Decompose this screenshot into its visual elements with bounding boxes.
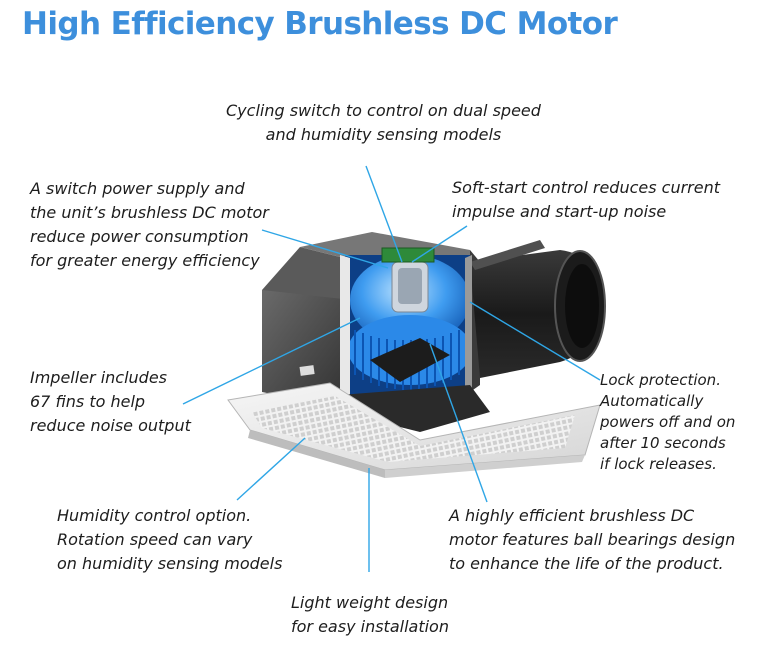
callout-line: to enhance the life of the product. bbox=[449, 554, 724, 573]
callout-line: Automatically bbox=[600, 392, 704, 410]
callout-soft-start: Soft-start control reduces current impul… bbox=[452, 176, 720, 224]
leader-humidity bbox=[236, 437, 306, 501]
callout-line: Impeller includes bbox=[30, 368, 168, 387]
callout-line: after 10 seconds bbox=[600, 434, 726, 452]
callout-line: Light weight design bbox=[291, 593, 449, 612]
callout-cycling-switch: Cycling switch to control on dual speed … bbox=[226, 99, 541, 147]
callout-line: reduce power consumption bbox=[30, 227, 249, 246]
callout-line: for greater energy efficiency bbox=[30, 251, 260, 270]
callout-power-supply: A switch power supply and the unit’s bru… bbox=[30, 177, 269, 273]
callout-lock-protection: Lock protection. Automatically powers of… bbox=[600, 370, 735, 475]
leader-brushless-motor bbox=[429, 343, 488, 503]
callout-line: Cycling switch to control on dual speed bbox=[226, 101, 541, 120]
callout-line: and humidity sensing models bbox=[265, 125, 502, 144]
callout-light-weight: Light weight design for easy installatio… bbox=[291, 591, 449, 639]
callout-line: on humidity sensing models bbox=[57, 554, 283, 573]
callout-line: motor features ball bearings design bbox=[449, 530, 736, 549]
page-title: High Efficiency Brushless DC Motor bbox=[22, 6, 618, 42]
exhaust-duct bbox=[470, 240, 606, 378]
callout-line: Rotation speed can vary bbox=[57, 530, 253, 549]
callout-line: A switch power supply and bbox=[30, 179, 245, 198]
callout-line: Soft-start control reduces current bbox=[452, 178, 721, 197]
grille-panel bbox=[227, 382, 601, 478]
leader-cycling-switch bbox=[365, 165, 403, 263]
callout-line: powers off and on bbox=[600, 413, 736, 431]
callout-humidity: Humidity control option. Rotation speed … bbox=[57, 504, 282, 576]
callout-line: impulse and start-up noise bbox=[452, 202, 667, 221]
callout-line: Humidity control option. bbox=[57, 506, 252, 525]
leader-lock-protection bbox=[469, 301, 601, 381]
callout-brushless-motor: A highly efficient brushless DC motor fe… bbox=[449, 504, 735, 576]
callout-line: reduce noise output bbox=[30, 416, 191, 435]
leader-soft-start bbox=[411, 225, 468, 263]
callout-line: 67 fins to help bbox=[30, 392, 146, 411]
callout-line: Lock protection. bbox=[600, 371, 721, 389]
leader-impeller bbox=[182, 317, 361, 405]
callout-impeller: Impeller includes 67 fins to help reduce… bbox=[30, 366, 191, 438]
callout-line: the unit’s brushless DC motor bbox=[30, 203, 269, 222]
callout-line: A highly efficient brushless DC bbox=[449, 506, 695, 525]
callout-line: for easy installation bbox=[291, 617, 449, 636]
leader-power-supply bbox=[261, 229, 389, 269]
leader-lines bbox=[182, 165, 601, 572]
callout-line: if lock releases. bbox=[600, 455, 717, 473]
blue-impeller bbox=[345, 247, 472, 395]
